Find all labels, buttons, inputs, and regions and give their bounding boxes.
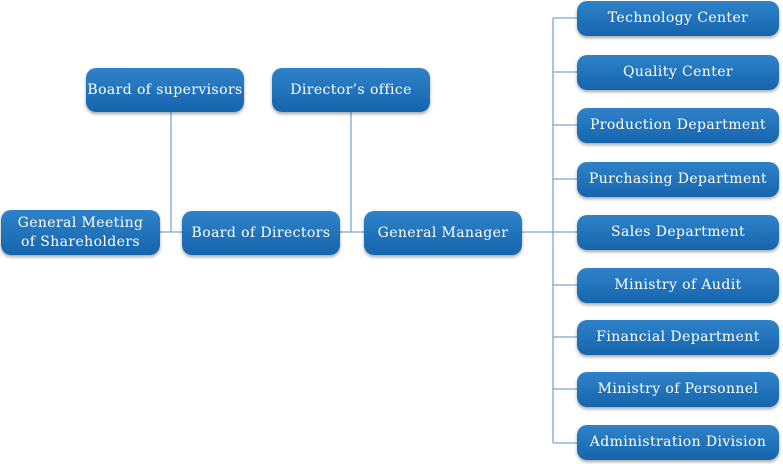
node-board-of-supervisors[interactable]: Board of supervisors xyxy=(86,68,244,112)
node-department-8[interactable]: Ministry of Personnel xyxy=(577,372,779,407)
node-department-6-label: Ministry of Audit xyxy=(614,277,742,293)
node-board-of-directors-label: Board of Directors xyxy=(191,224,331,241)
node-department-7-label: Financial Department xyxy=(596,329,760,345)
node-department-3-label: Production Department xyxy=(589,117,767,133)
node-department-1[interactable]: Technology Center xyxy=(577,1,779,36)
node-shareholders-line-2: of Shareholders xyxy=(20,233,141,250)
node-department-2-label: Quality Center xyxy=(623,64,733,80)
node-directors-office[interactable]: Director’s office xyxy=(272,68,430,112)
node-department-3[interactable]: Production Department xyxy=(577,108,779,143)
node-department-6[interactable]: Ministry of Audit xyxy=(577,268,779,303)
node-shareholders-line-1: General Meeting xyxy=(17,214,144,231)
node-department-5-label: Sales Department xyxy=(610,224,746,240)
node-department-7[interactable]: Financial Department xyxy=(577,320,779,355)
node-directors-office-label: Director’s office xyxy=(290,81,412,98)
node-department-9-label: Administration Division xyxy=(589,434,767,450)
node-general-manager-label: General Manager xyxy=(377,224,509,241)
node-department-5[interactable]: Sales Department xyxy=(577,215,779,250)
node-department-9[interactable]: Administration Division xyxy=(577,425,779,460)
node-board-of-supervisors-label: Board of supervisors xyxy=(87,81,243,98)
node-general-manager[interactable]: General Manager xyxy=(364,211,522,255)
node-department-4-label: Purchasing Department xyxy=(588,171,768,187)
node-board-of-directors[interactable]: Board of Directors xyxy=(182,211,340,255)
node-department-4[interactable]: Purchasing Department xyxy=(577,162,779,197)
node-shareholders[interactable]: General Meeting of Shareholders xyxy=(1,210,160,255)
node-department-2[interactable]: Quality Center xyxy=(577,55,779,90)
node-department-8-label: Ministry of Personnel xyxy=(597,381,759,397)
node-department-1-label: Technology Center xyxy=(607,10,749,26)
